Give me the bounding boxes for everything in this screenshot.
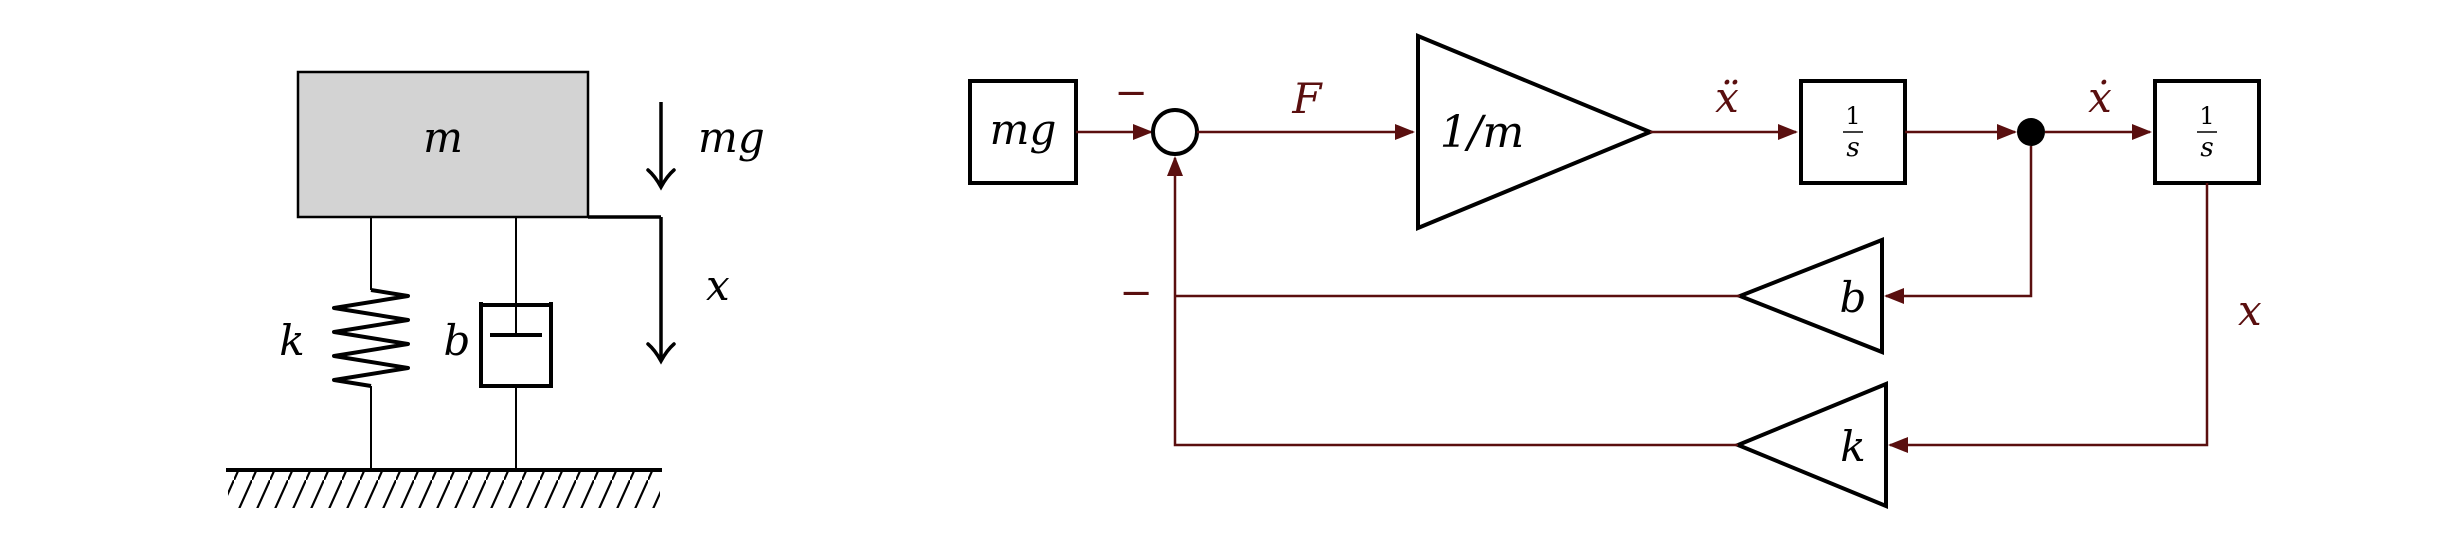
sum-minus-bottom: − [1119,270,1153,316]
gain-block [1416,33,1656,231]
summing-junction [1151,108,1199,156]
damper [479,217,553,470]
acceleration-label: ẍ [1715,73,1739,122]
damping-gain-block [1734,237,1884,355]
position-label: x [2238,286,2262,335]
spring-gain-block [1732,381,1888,509]
signal-position-feedback [1888,183,2209,453]
displacement-label: x [706,261,730,310]
mass-block [296,70,590,219]
integrator-2-den: s [2200,133,2213,163]
branch-point [2017,118,2045,146]
spring-label: k [279,316,304,365]
force-label: F [1291,74,1323,123]
integrator-1-den: s [1846,133,1859,163]
gravity-label: mg [698,113,765,162]
integrator-2-num: 1 [2199,102,2214,130]
damper-label: b [444,316,471,365]
source-block-label: mg [990,105,1057,154]
sum-minus-top: − [1114,70,1148,116]
gravity-arrow [646,102,676,191]
velocity-label: ẋ [2088,73,2112,122]
ground-hatch [228,470,660,508]
displacement-arrow [588,215,676,365]
integrator-1-num: 1 [1845,102,1860,130]
spring-gain-label: k [1840,422,1865,471]
mass-spring-damper: m k b mg x [226,70,765,508]
spring [332,217,410,470]
source-block [968,79,1078,185]
signal-spring-out [1167,156,1738,447]
signal-velocity-feedback [1884,146,2033,304]
mass-label: m [423,113,463,162]
gain-block-label: 1/m [1440,107,1525,158]
damping-gain-label: b [1840,273,1867,322]
block-diagram: mg − F 1/m ẍ 1 s ẋ 1 s b [968,33,2262,509]
